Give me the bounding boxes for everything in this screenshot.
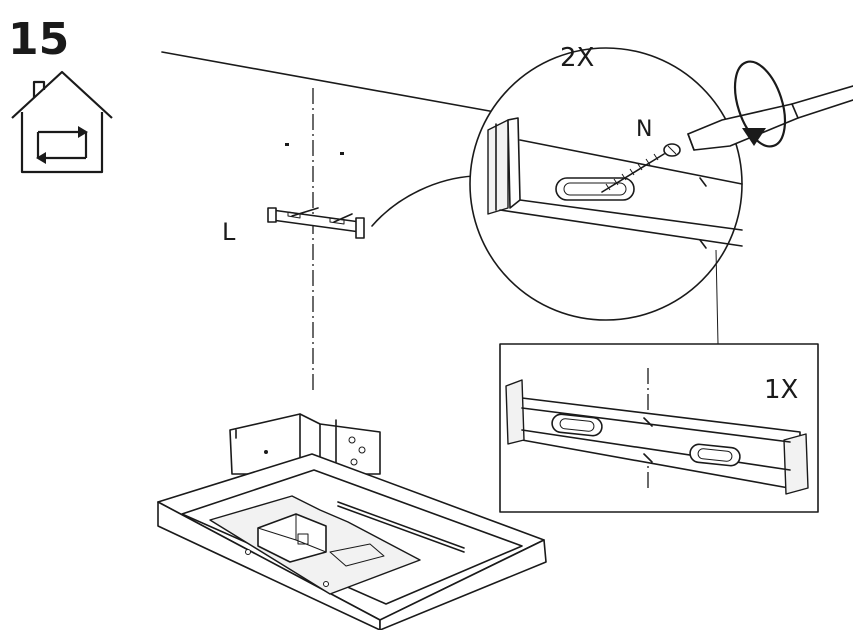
clockwise-arrow-icon — [733, 60, 787, 148]
callout-curve — [371, 175, 475, 227]
callout-line-lower — [715, 249, 719, 345]
part-label-l: L — [222, 218, 236, 246]
indoor-house-icon — [11, 70, 113, 174]
zoom-circle-screw-detail — [469, 47, 743, 321]
cooker-hood-body — [157, 413, 547, 630]
part-label-n: N — [636, 117, 652, 142]
ceiling-line — [161, 51, 496, 113]
screwdriver-icon — [687, 85, 853, 151]
quantity-label-1x: 1X — [764, 375, 798, 405]
detail-box-full-bracket — [499, 343, 819, 513]
quantity-label-2x: 2X — [560, 43, 594, 73]
drill-hole-marks — [285, 143, 344, 155]
mounting-bracket-l — [267, 207, 365, 239]
step-number: 15 — [8, 14, 69, 65]
